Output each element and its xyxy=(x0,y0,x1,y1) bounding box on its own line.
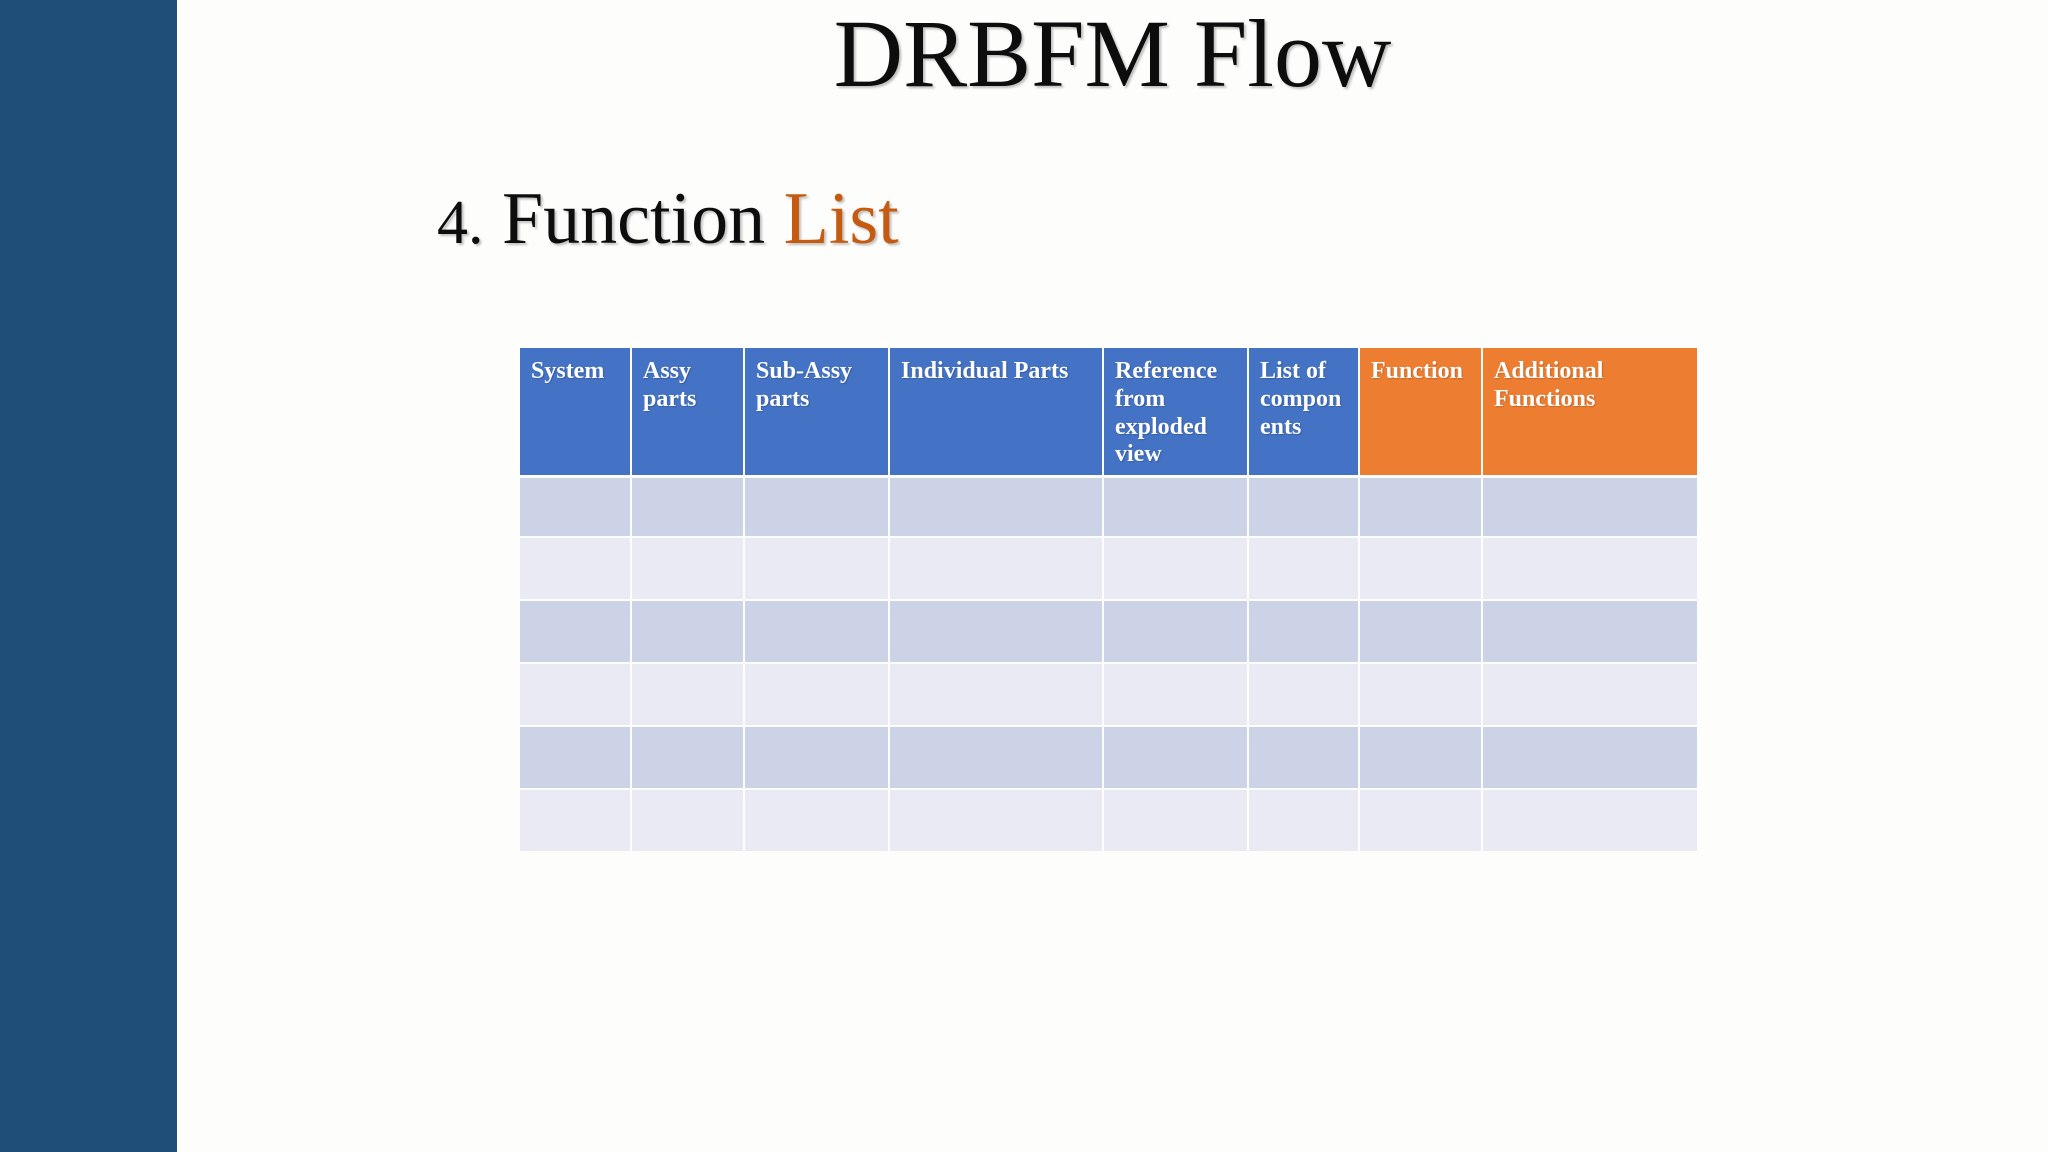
table-row xyxy=(520,601,1697,665)
column-header-sub-assy-parts[interactable]: Sub-Assy parts xyxy=(745,348,890,476)
table-row xyxy=(520,538,1697,602)
table-cell[interactable] xyxy=(1483,475,1697,539)
table-cell[interactable] xyxy=(1483,664,1697,728)
table-cell[interactable] xyxy=(1360,538,1483,602)
table-cell[interactable] xyxy=(1483,601,1697,665)
table-cell[interactable] xyxy=(1360,664,1483,728)
table-row xyxy=(520,664,1697,728)
table-cell[interactable] xyxy=(890,790,1104,854)
table-cell[interactable] xyxy=(520,538,632,602)
table-cell[interactable] xyxy=(520,601,632,665)
column-header-reference-exploded-view[interactable]: Reference from exploded view xyxy=(1104,348,1249,476)
table-cell[interactable] xyxy=(520,727,632,791)
table-cell[interactable] xyxy=(1483,538,1697,602)
table-cell[interactable] xyxy=(745,538,890,602)
table-cell[interactable] xyxy=(520,664,632,728)
table-header-row: System Assy parts Sub-Assy parts Individ… xyxy=(520,348,1697,476)
table-cell[interactable] xyxy=(1483,727,1697,791)
column-header-additional-functions[interactable]: Additional Functions xyxy=(1483,348,1697,476)
table-cell[interactable] xyxy=(632,664,745,728)
table-cell[interactable] xyxy=(1249,727,1360,791)
table-cell[interactable] xyxy=(1360,790,1483,854)
column-header-function[interactable]: Function xyxy=(1360,348,1483,476)
table-cell[interactable] xyxy=(745,790,890,854)
table-cell[interactable] xyxy=(520,790,632,854)
table-cell[interactable] xyxy=(1104,538,1249,602)
table-cell[interactable] xyxy=(1483,790,1697,854)
column-header-list-of-components[interactable]: List of components xyxy=(1249,348,1360,476)
table-cell[interactable] xyxy=(520,475,632,539)
table-cell[interactable] xyxy=(1104,664,1249,728)
table-cell[interactable] xyxy=(745,664,890,728)
table-cell[interactable] xyxy=(632,538,745,602)
table-cell[interactable] xyxy=(890,727,1104,791)
table-cell[interactable] xyxy=(890,538,1104,602)
table-cell[interactable] xyxy=(632,475,745,539)
table-cell[interactable] xyxy=(1249,601,1360,665)
table-row xyxy=(520,475,1697,539)
column-header-individual-parts[interactable]: Individual Parts xyxy=(890,348,1104,476)
table-body xyxy=(520,475,1697,854)
table-cell[interactable] xyxy=(1104,475,1249,539)
table-cell[interactable] xyxy=(890,601,1104,665)
table-cell[interactable] xyxy=(1360,601,1483,665)
table-row xyxy=(520,790,1697,854)
table-cell[interactable] xyxy=(632,601,745,665)
table-cell[interactable] xyxy=(1360,727,1483,791)
slide-subtitle: 4. Function List xyxy=(437,182,899,256)
table-cell[interactable] xyxy=(745,727,890,791)
sidebar-accent-bar xyxy=(0,0,177,1152)
table-cell[interactable] xyxy=(1249,538,1360,602)
subtitle-accent-word: List xyxy=(783,178,899,260)
table-cell[interactable] xyxy=(1104,790,1249,854)
function-list-table: System Assy parts Sub-Assy parts Individ… xyxy=(520,348,1697,854)
table-cell[interactable] xyxy=(1104,601,1249,665)
subtitle-number: 4. xyxy=(437,189,484,257)
table-cell[interactable] xyxy=(632,790,745,854)
table-cell[interactable] xyxy=(745,475,890,539)
table-cell[interactable] xyxy=(890,664,1104,728)
page-title: DRBFM Flow xyxy=(833,0,1392,107)
column-header-assy-parts[interactable]: Assy parts xyxy=(632,348,745,476)
table-cell[interactable] xyxy=(745,601,890,665)
table-row xyxy=(520,727,1697,791)
table-cell[interactable] xyxy=(1360,475,1483,539)
table-cell[interactable] xyxy=(1249,664,1360,728)
table-cell[interactable] xyxy=(1104,727,1249,791)
subtitle-text: Function xyxy=(502,178,766,260)
column-header-system[interactable]: System xyxy=(520,348,632,476)
table-cell[interactable] xyxy=(890,475,1104,539)
table-cell[interactable] xyxy=(1249,790,1360,854)
table-cell[interactable] xyxy=(632,727,745,791)
table-cell[interactable] xyxy=(1249,475,1360,539)
